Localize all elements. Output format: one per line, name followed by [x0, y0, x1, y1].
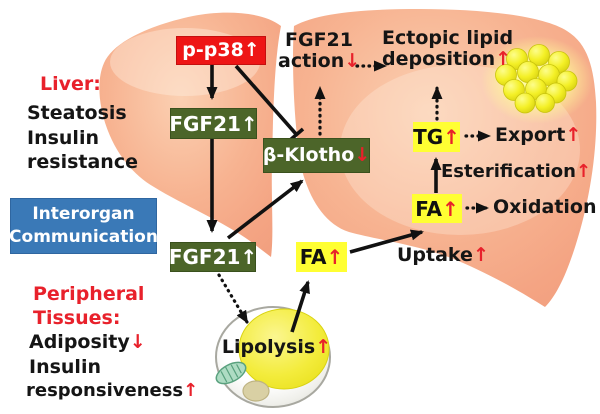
up-arrow-icon: ↑ — [442, 196, 459, 221]
insulin-label: Insulin — [29, 356, 101, 378]
mitochondrion-icon — [215, 361, 247, 385]
interorgan-line1: Interorgan — [32, 204, 135, 225]
arrow-adipocyte-to-fa — [290, 280, 310, 333]
nucleus-icon — [242, 380, 270, 402]
up-arrow-icon: ↑ — [326, 245, 344, 269]
node-fgf21-peripheral: FGF21↑ — [169, 242, 258, 272]
uptake-label: Uptake↑ — [397, 244, 489, 266]
liver-steatosis-label: Steatosis — [27, 102, 127, 124]
up-arrow-icon: ↑ — [495, 47, 512, 70]
node-tg: TG↑ — [413, 122, 460, 152]
up-arrow-icon: ↑ — [243, 39, 260, 61]
liver-heading: Liver: — [40, 73, 101, 95]
up-arrow-icon: ↑ — [240, 111, 258, 136]
up-arrow-icon: ↑ — [240, 245, 258, 269]
up-arrow-icon: ↑ — [575, 161, 592, 182]
arrow-fgf21p-to-klotho — [226, 179, 304, 240]
oxidation-label: Oxidation↑ — [493, 197, 600, 218]
liver-insulin-label: Insulin — [27, 127, 99, 149]
lipid-droplet-cluster — [481, 36, 593, 124]
dotted-arrow-fgf21p-to-adipocyte — [217, 273, 249, 324]
lipid-droplet-large — [238, 308, 330, 390]
node-fa-peripheral: FA↑ — [296, 242, 347, 272]
down-arrow-icon: ↓ — [344, 49, 361, 72]
responsiveness-label: responsiveness↑ — [26, 380, 199, 401]
ectopic-lipid-label: Ectopic lipid deposition↑ — [382, 27, 514, 70]
tissues-heading: Tissues: — [33, 307, 121, 329]
up-arrow-icon: ↑ — [315, 336, 332, 358]
up-arrow-icon: ↑ — [472, 244, 489, 266]
up-arrow-icon: ↑ — [183, 380, 199, 401]
lipolysis-label: Lipolysis↑ — [221, 336, 332, 358]
node-fgf21-liver: FGF21↑ — [169, 108, 258, 139]
down-arrow-icon: ↓ — [129, 331, 146, 353]
adiposity-label: Adiposity↓ — [29, 331, 146, 353]
up-arrow-icon: ↑ — [565, 124, 582, 146]
node-beta-klotho: β-Klotho↓ — [263, 138, 370, 173]
esterification-label: Esterification↑ — [441, 161, 592, 182]
interorgan-line2: Communication — [9, 227, 158, 247]
node-p-p38: p-p38↑ — [176, 36, 266, 65]
arrow-fa-uptake — [349, 229, 424, 254]
export-label: Export↑ — [495, 124, 582, 146]
up-arrow-icon: ↑ — [597, 196, 600, 218]
up-arrow-icon: ↑ — [443, 125, 460, 149]
fgf21-action-label: FGF21 action↓ — [278, 29, 361, 72]
node-fa-liver: FA↑ — [412, 194, 462, 223]
inhibition-p38-to-klotho — [234, 64, 298, 136]
interorgan-communication-box: Interorgan Communication — [9, 198, 158, 254]
liver-resistance-label: resistance — [27, 151, 138, 173]
peripheral-heading: Peripheral — [33, 283, 145, 305]
adipocyte-cell — [215, 306, 331, 408]
down-arrow-icon: ↓ — [354, 144, 371, 166]
